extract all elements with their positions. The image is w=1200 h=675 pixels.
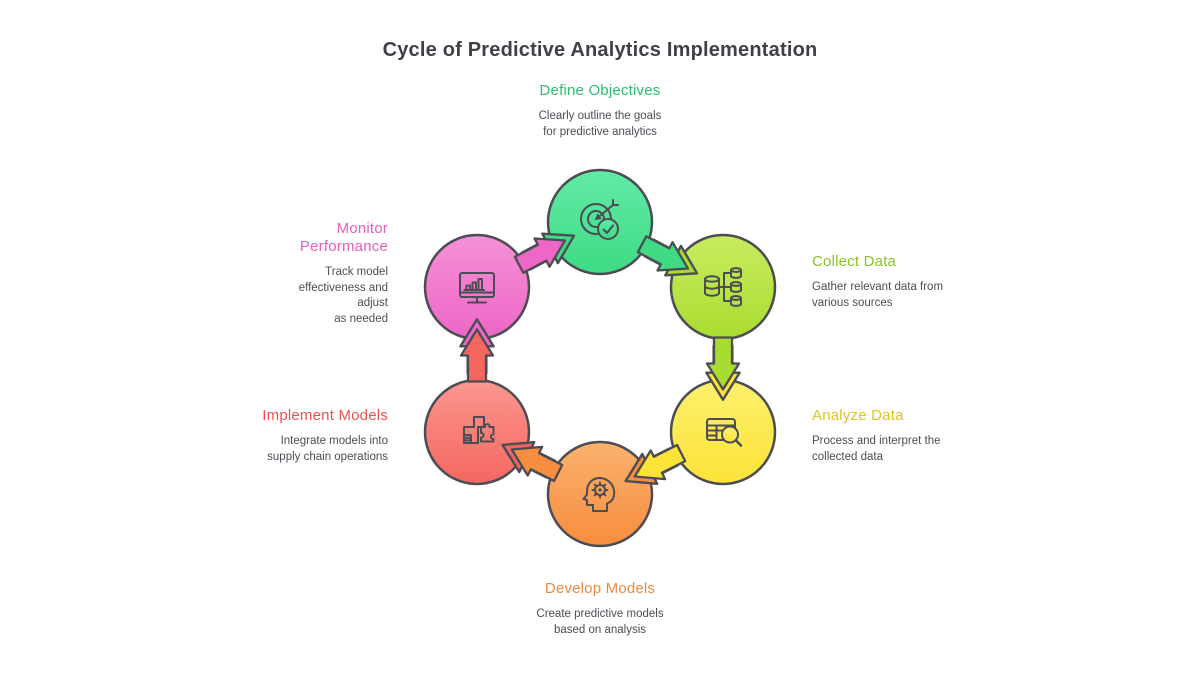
stage-text-analyze-data: Analyze Data Process and interpret the c… [812,407,1012,465]
stage-label: Implement Models [262,407,388,424]
arrow-collect-to-analyze [705,336,741,401]
arrow-front [510,445,564,483]
cycle-arrows [459,232,741,485]
stage-label: Develop Models [544,580,656,597]
stage-text-collect-data: Collect Data Gather relevant data from v… [812,253,1012,311]
databases-icon [704,267,742,307]
stage-description: Gather relevant data from various source… [812,281,944,309]
node-monitor-performance [423,233,531,341]
arrow-front [633,443,687,481]
target-check-icon [580,199,619,240]
monitor-chart-icon [459,272,495,304]
puzzle-icon [463,416,495,444]
node-develop-models [546,440,654,548]
arrow-front [459,328,495,383]
arrow-implement-to-monitor [459,318,495,383]
stage-label: Monitor Performance [299,220,388,255]
arrow-monitor-to-define [513,232,576,274]
arrow-front [513,237,567,274]
stage-label: Analyze Data [812,407,904,424]
diagram-title: Cycle of Predictive Analytics Implementa… [382,39,818,61]
stage-text-develop-models: Develop Models Create predictive models … [440,580,760,638]
stage-description: Clearly outline the goals for predictive… [538,110,662,138]
node-implement-models [423,378,531,486]
stage-text-define-objectives: Define Objectives Clearly outline the go… [440,82,760,140]
table-magnifier-icon [706,418,743,447]
arrow-front [636,235,690,272]
stage-label: Define Objectives [539,82,661,99]
head-gear-icon [582,476,616,512]
stage-description: Integrate models into supply chain opera… [267,435,388,463]
stage-description: Create predictive models based on analys… [536,608,664,636]
stage-description: Track model effectiveness and adjust as … [298,266,388,325]
node-define-objectives [546,168,654,276]
stage-label: Collect Data [812,253,897,270]
stage-description: Process and interpret the collected data [812,435,941,463]
cycle-nodes [423,168,777,548]
arrow-develop-to-implement [501,441,564,483]
node-analyze-data [669,378,777,486]
arrow-analyze-to-develop [624,443,687,485]
stage-text-implement-models: Implement Models Integrate models into s… [168,407,388,465]
arrow-front [705,336,741,391]
stage-text-monitor-performance: Monitor Performance Track model effectiv… [278,220,388,327]
node-collect-data [669,233,777,341]
arrow-define-to-collect [636,235,699,277]
